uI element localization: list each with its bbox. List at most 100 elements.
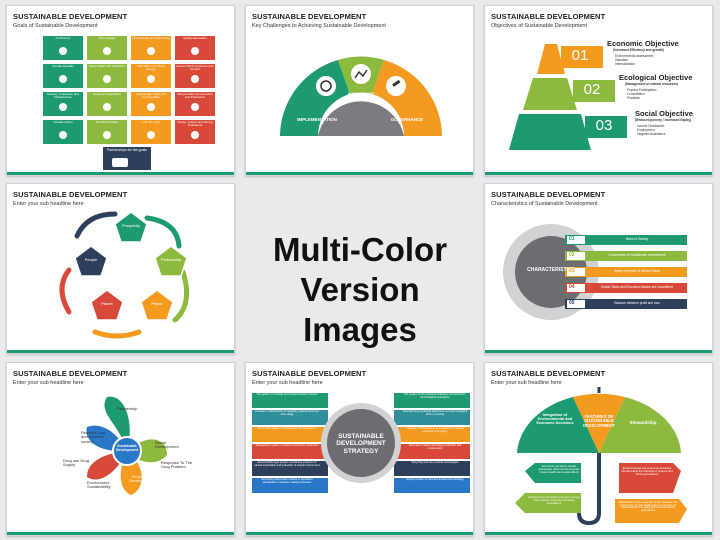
slide-title: SUSTAINABLE DEVELOPMENT xyxy=(491,369,606,378)
center-heading-line-2: Version Images xyxy=(300,271,420,348)
slide-accent-bar xyxy=(246,172,473,175)
center-label: CHARACTERISTICS xyxy=(527,267,575,273)
slide-accent-bar xyxy=(485,350,712,353)
label-social-development: Social Development xyxy=(155,440,179,450)
slide-subtitle: Characteristics of Sustainable Developme… xyxy=(491,201,598,207)
slide-title: SUSTAINABLE DEVELOPMENT xyxy=(491,190,606,199)
umbrella-right-label: Stewardship xyxy=(629,420,657,425)
slide-accent-bar xyxy=(7,532,234,535)
slide-thumbnail-challenges[interactable]: SUSTAINABLE DEVELOPMENT Key Challenges t… xyxy=(245,5,474,176)
goal-label: Peace, Justice and Strong Institutions xyxy=(177,120,213,128)
row-01-number: 01 xyxy=(569,236,575,242)
slide-subtitle: Enter your sub headline here xyxy=(491,380,562,386)
goal-label: Life Below Water xyxy=(95,120,119,124)
row-04-number: 04 xyxy=(569,284,575,290)
slide-title: SUSTAINABLE DEVELOPMENT xyxy=(13,12,128,21)
goal-label: Quality Education xyxy=(183,36,207,40)
center-label: SUSTAINABLE DEVELOPMENT STRATEGY xyxy=(336,433,386,455)
center-heading: Multi-Color Version Images xyxy=(240,230,480,350)
pyramid-diagram xyxy=(509,44,627,150)
slide-title: SUSTAINABLE DEVELOPMENT xyxy=(491,12,606,21)
label-drug-problem: Response To The Drug Problem xyxy=(161,460,193,470)
slide-thumbnail-umbrella[interactable]: SUSTAINABLE DEVELOPMENT Enter your sub h… xyxy=(484,362,713,536)
goals-grid xyxy=(43,36,215,170)
center-label: Sustainable Development xyxy=(116,444,138,452)
row-05-text: Balance between profit and loss xyxy=(614,301,660,305)
slide-title: SUSTAINABLE DEVELOPMENT xyxy=(13,369,128,378)
goal-label: Life On Land xyxy=(142,120,160,124)
pentagon-cycle-diagram xyxy=(59,211,190,339)
goal-label: Zero Hunger xyxy=(98,36,116,40)
goal-icon xyxy=(147,75,155,83)
level-01-heading: Economic Objective xyxy=(607,39,679,48)
slide-thumbnail-objectives[interactable]: SUSTAINABLE DEVELOPMENT Objectives of Su… xyxy=(484,5,713,176)
goal-label: Decent Work and Economic Growth xyxy=(176,64,214,72)
goal-label: Clean Water and Sanitation xyxy=(88,64,126,68)
label-drug-supply: Drug use Drug Supply xyxy=(63,458,90,468)
strategy-left-item: Developing democratic method of populati… xyxy=(261,478,313,484)
goal-icon xyxy=(147,131,155,139)
center-heading-line-1: Multi-Color xyxy=(272,231,448,268)
slide-title: SUSTAINABLE DEVELOPMENT xyxy=(252,12,367,21)
goal-label: Reduced Inequalities xyxy=(92,92,122,96)
label-prosperity: Prosperity xyxy=(121,223,140,228)
strategy-left-item: Management system of natural environment… xyxy=(255,444,319,447)
tag-3: Development should be pursued in a way t… xyxy=(528,495,580,505)
goal-label: Good Health and Well-being xyxy=(132,36,170,40)
goal-icon xyxy=(191,75,199,83)
umbrella-diagram xyxy=(515,387,687,526)
label-planet: Planet xyxy=(101,301,113,306)
level-03-bullet-3: Targeted Assistance xyxy=(637,132,666,136)
goal-label: Industry, Innovation and Infrastructure xyxy=(47,92,79,100)
slide-thumbnail-goals[interactable]: SUSTAINABLE DEVELOPMENT Goals of Sustain… xyxy=(6,5,235,176)
strategy-left-item: The system of scientific and implementat… xyxy=(256,393,318,396)
slide-thumbnail-characteristics[interactable]: SUSTAINABLE DEVELOPMENT Characteristics … xyxy=(484,183,713,354)
strategy-diagram xyxy=(252,393,470,493)
label-governance: GOVERNANCE xyxy=(390,117,424,122)
semicircle-diagram xyxy=(280,56,442,136)
slide-title: SUSTAINABLE DEVELOPMENT xyxy=(252,369,367,378)
row-03-number: 03 xyxy=(569,268,575,274)
goal-icon xyxy=(191,131,199,139)
goal-label: Sustainable Cities and Communities xyxy=(136,92,166,100)
label-peaceful-society: Peaceful, just and inclusive society xyxy=(81,430,106,444)
goal-label: Climate Action xyxy=(53,120,73,124)
row-04-text: Social, Biotic and Economic factors are … xyxy=(601,285,673,289)
label-partnership: Partnership xyxy=(117,406,138,411)
goal-label: Gender Equality xyxy=(52,64,74,68)
level-01-bullet-2: Valuation xyxy=(615,58,629,62)
strategy-right-item: Increase of effectiveness in exploitatio… xyxy=(406,427,464,433)
slide-thumbnail-strategy[interactable]: SUSTAINABLE DEVELOPMENT Enter your sub h… xyxy=(245,362,474,536)
goal-icon xyxy=(147,47,155,55)
slide-subtitle: Enter your sub headline here xyxy=(13,380,84,386)
slide-accent-bar xyxy=(7,172,234,175)
level-03-heading: Social Objective xyxy=(635,109,693,118)
slide-accent-bar xyxy=(7,350,234,353)
level-02-bullet-1: Popular Participation xyxy=(627,88,657,92)
slide-subtitle: Enter your sub headline here xyxy=(252,380,323,386)
row-01-text: Need of Society xyxy=(625,237,649,241)
level-01-note: (Increased Efficiency and growth) xyxy=(613,48,665,52)
goal-icon xyxy=(103,103,111,111)
goal-icon xyxy=(59,131,67,139)
level-01-number: 01 xyxy=(571,47,589,64)
goal-icon xyxy=(59,47,67,55)
goal-icon xyxy=(103,75,111,83)
slide-thumbnail-5p[interactable]: SUSTAINABLE DEVELOPMENT Enter your sub h… xyxy=(6,183,235,354)
level-02-number: 02 xyxy=(583,81,601,98)
umbrella-left-label: Integration of Environmental And Economi… xyxy=(536,413,574,425)
goal-icon xyxy=(191,47,199,55)
slide-subtitle: Key Challenges to Achieving Sustainable … xyxy=(252,23,386,29)
level-01-bullet-3: Internalization xyxy=(615,62,635,66)
characteristics-diagram xyxy=(503,224,687,320)
tag-2: Environmental and economic decisions sho… xyxy=(621,466,673,476)
level-02-note: (Management of natural resources) xyxy=(625,82,679,86)
flower-diagram xyxy=(86,396,167,495)
slide-subtitle: Enter your sub headline here xyxy=(13,201,84,207)
slide-accent-bar xyxy=(485,532,712,535)
goal-icon xyxy=(59,103,67,111)
slide-thumbnail-flower[interactable]: SUSTAINABLE DEVELOPMENT Enter your sub h… xyxy=(6,362,235,536)
goal-icon xyxy=(191,103,199,111)
row-03-text: Using of present & without future xyxy=(613,269,661,273)
goal-label: Responsible Consumption and Production xyxy=(177,92,213,100)
